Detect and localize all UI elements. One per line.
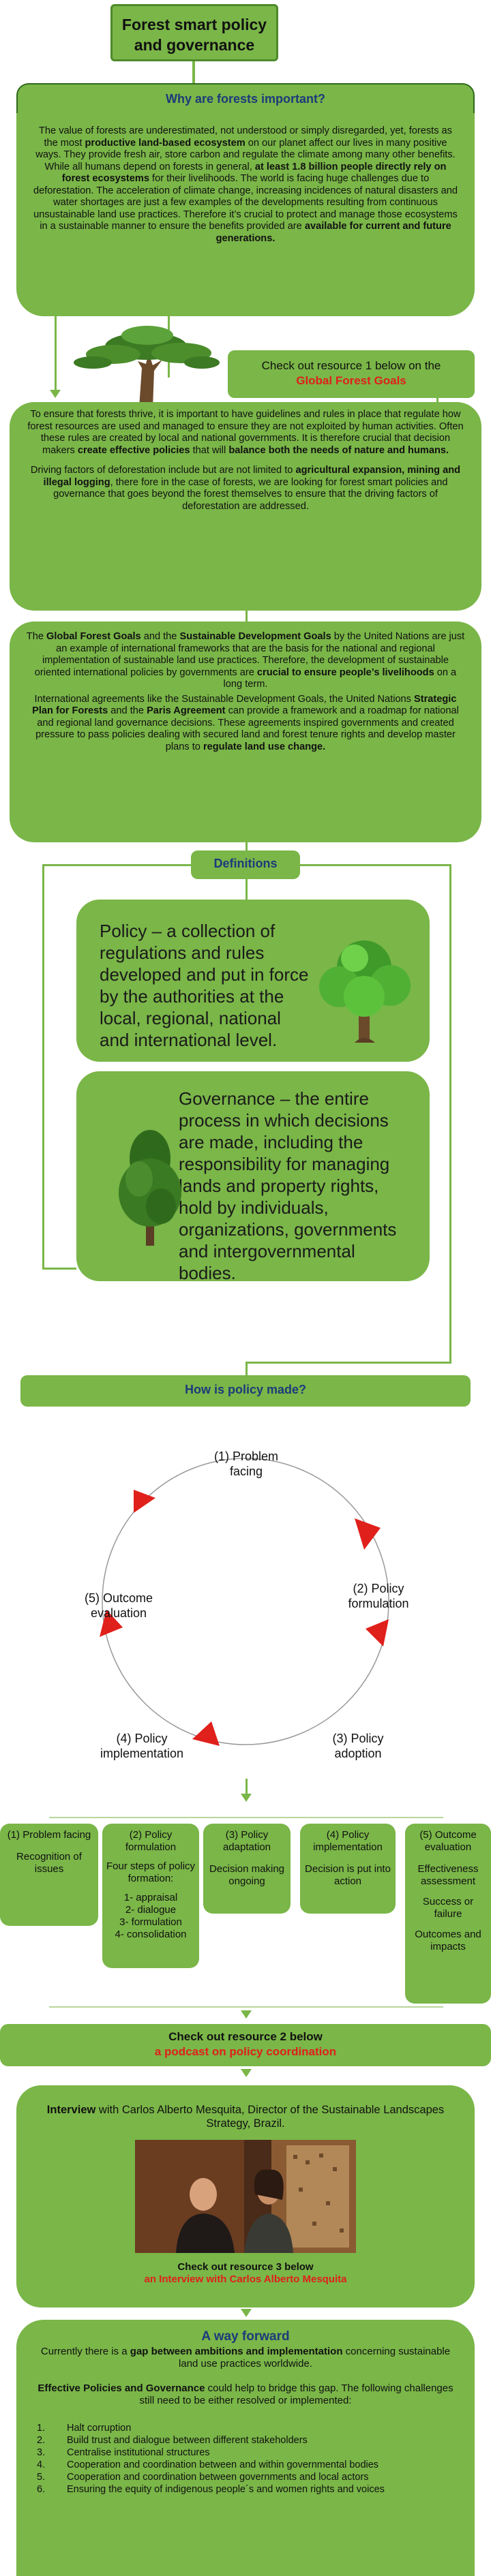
resource3-box: Check out resource 3 below an Interview … — [16, 2261, 475, 2286]
why-heading: Why are forests important? — [16, 83, 475, 114]
list-item: 5.Cooperation and coordination between g… — [37, 2472, 369, 2483]
arrow-down-icon — [241, 1794, 252, 1802]
conifer-tree-icon — [119, 1130, 181, 1246]
resource1-box: Check out resource 1 below on the Global… — [228, 350, 475, 398]
connector — [55, 316, 57, 391]
tree-icon — [319, 940, 411, 1043]
connector — [246, 1779, 248, 1796]
resource2-text: Check out resource 2 below — [168, 2030, 323, 2043]
list-item: 1.Halt corruption — [37, 2423, 132, 2434]
list-item: 2.Build trust and dialogue between diffe… — [37, 2435, 308, 2446]
arrow-down-icon — [241, 2309, 252, 2317]
connector — [49, 2006, 443, 2008]
cycle-arrow-icon — [366, 1619, 389, 1646]
list-item: 3.Centralise institutional structures — [37, 2447, 210, 2458]
cycle-arrow-icon — [355, 1518, 381, 1550]
why-panel: The value of forests are underestimated,… — [16, 113, 475, 316]
policy-made-heading: How is policy made? — [20, 1375, 471, 1407]
cycle-arrow-icon — [100, 1610, 123, 1637]
connector — [246, 879, 248, 900]
interview-panel: Interview with Carlos Alberto Mesquita, … — [16, 2085, 475, 2307]
forward-intro: Currently there is a gap between ambitio… — [40, 2346, 451, 2370]
governance-definition: Governance – the entire process in which… — [76, 1071, 430, 1283]
forward-panel: A way forward Currently there is a gap b… — [16, 2320, 475, 2576]
forward-heading: A way forward — [201, 2329, 290, 2344]
title-line1: Forest smart policy — [121, 16, 267, 33]
goals-panel: The Global Forest Goals and the Sustaina… — [10, 622, 481, 842]
resource3-link[interactable]: an Interview with Carlos Alberto Mesquit… — [144, 2273, 347, 2285]
connector — [300, 864, 451, 866]
challenges-list: 1.Halt corruption 2.Build trust and dial… — [31, 2422, 460, 2496]
connector — [42, 864, 191, 866]
connector — [192, 61, 195, 89]
policy-text: Policy – a collection of regulations and… — [100, 921, 309, 1050]
list-item: 6.Ensuring the equity of indigenous peop… — [37, 2484, 385, 2495]
cycle-arrow-icon — [192, 1721, 220, 1746]
connector — [42, 864, 44, 1269]
definitions-heading: Definitions — [191, 850, 300, 879]
cycle-arrow-icon — [134, 1490, 155, 1513]
policy-cycle-diagram — [100, 1458, 389, 1746]
guidelines-panel: To ensure that forests thrive, it is imp… — [10, 402, 481, 611]
resource2-box: Check out resource 2 below a podcast on … — [0, 2024, 491, 2066]
resource2-link[interactable]: a podcast on policy coordination — [154, 2045, 337, 2058]
governance-text: Governance – the entire process in which… — [179, 1088, 397, 1283]
list-item: 4.Cooperation and coordination between a… — [37, 2459, 379, 2470]
page-title: Forest smart policy and governance — [110, 4, 278, 61]
connector — [449, 864, 451, 1363]
title-line2: and governance — [134, 36, 255, 54]
arrow-down-icon — [50, 390, 61, 398]
tree-illustration — [74, 326, 220, 408]
connector — [247, 1362, 451, 1364]
connector — [246, 1362, 248, 1377]
resource3-text: Check out resource 3 below — [177, 2261, 314, 2273]
connector — [49, 1817, 443, 1818]
connector — [42, 1268, 76, 1270]
arrow-down-icon — [241, 2069, 252, 2077]
resource1-link[interactable]: Global Forest Goals — [296, 374, 406, 387]
resource1-text: Check out resource 1 below on the — [261, 359, 441, 372]
arrow-down-icon — [241, 2010, 252, 2019]
connector — [246, 611, 248, 622]
interview-photo — [135, 2140, 356, 2253]
connector — [246, 842, 248, 852]
forward-text: Effective Policies and Governance could … — [38, 2382, 453, 2406]
